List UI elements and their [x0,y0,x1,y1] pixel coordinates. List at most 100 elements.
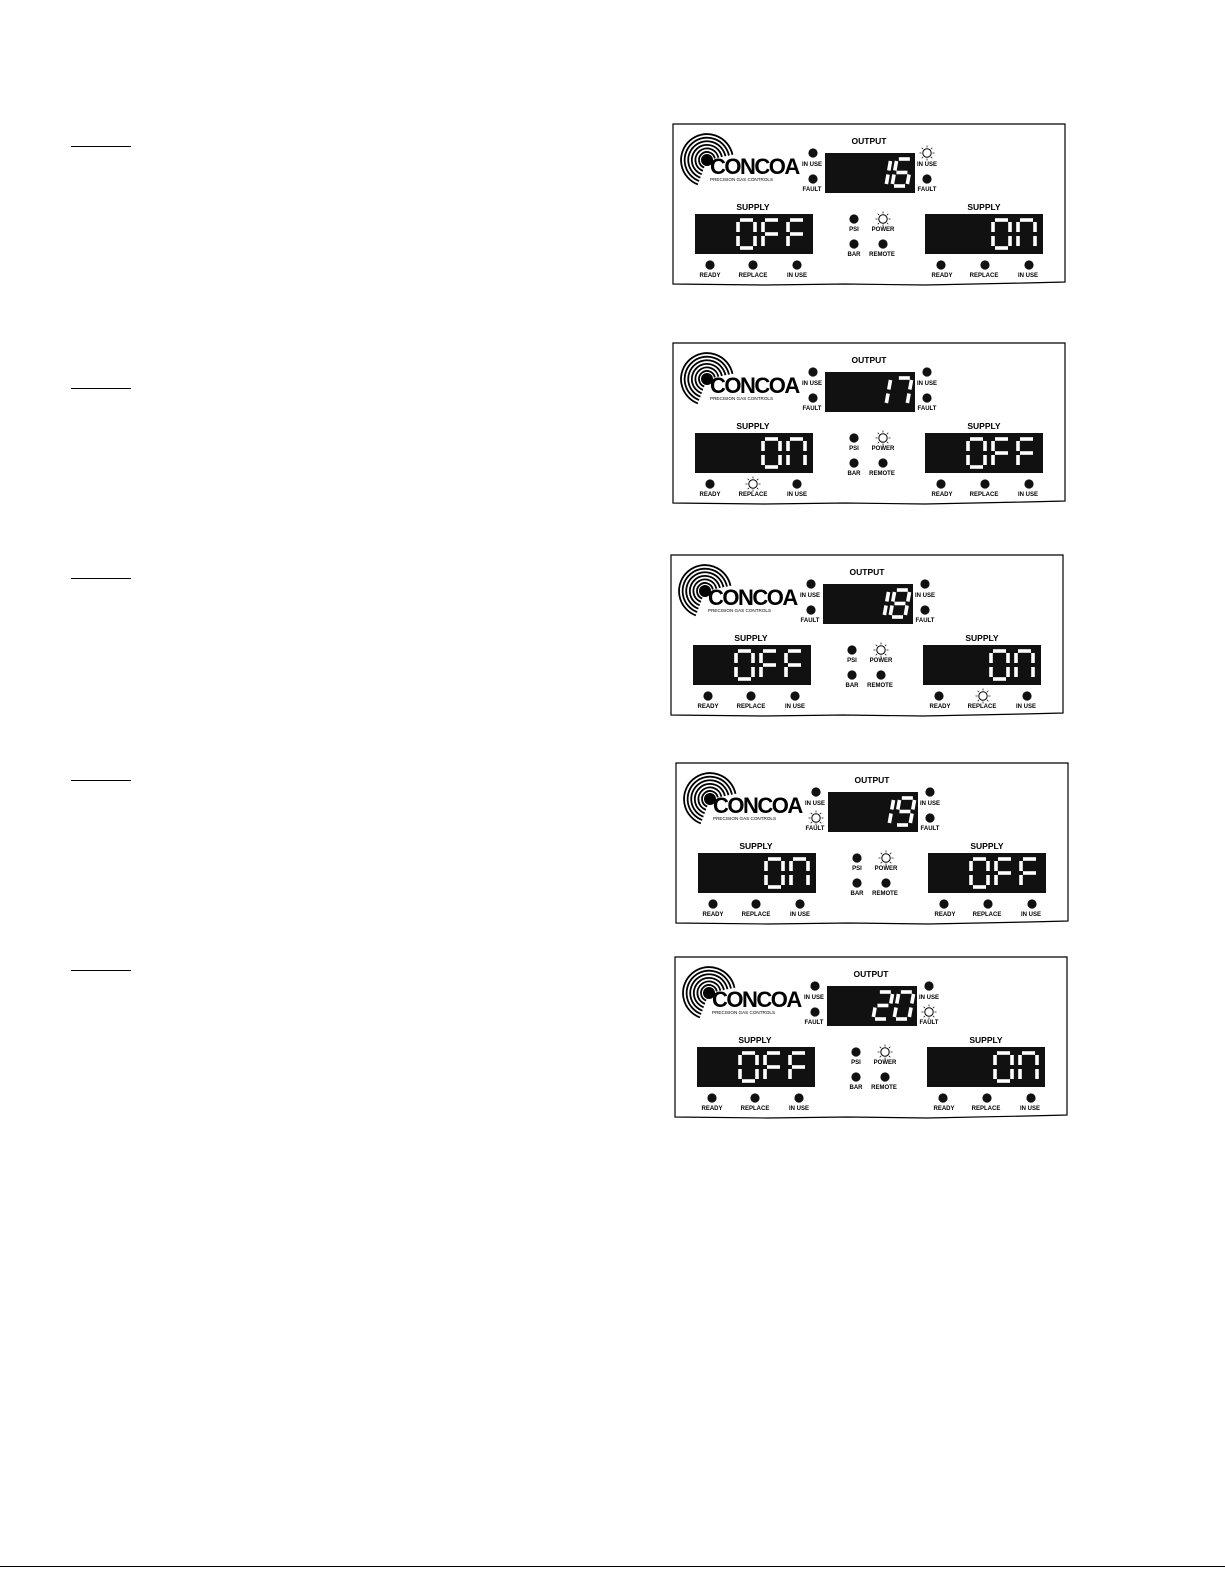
remote-label: REMOTE [869,471,895,477]
output-value [884,157,911,188]
output-right-fault-label: FAULT [920,1020,939,1026]
remote-label: REMOTE [869,252,895,258]
psi-label: PSI [849,446,859,452]
left-replace-led [750,1093,760,1103]
left-replace-label: REPLACE [739,273,768,279]
output-value [884,376,914,404]
brand-tagline: PRECISION GAS CONTROLS [710,177,773,182]
psi-led [849,214,859,224]
right-replace-label: REPLACE [970,492,999,498]
output-display [828,792,918,832]
psi-label: PSI [852,866,862,872]
output-left-inuse-led [811,787,821,797]
left-supply-label: SUPPLY [736,421,770,431]
output-display [827,986,917,1026]
right-supply-value [989,649,1035,681]
brand-name: CONCOA [712,987,802,1012]
remote-label: REMOTE [872,891,898,897]
left-inuse-led [790,691,800,701]
output-right-inuse-led [919,145,935,161]
step-marker-1 [71,146,131,147]
left-supply-display [695,214,813,254]
left-replace-label: REPLACE [741,1106,770,1112]
output-label: OUTPUT [852,136,888,146]
output-right-inuse-label: IN USE [915,593,935,599]
left-replace-led [746,691,756,701]
remote-led [876,670,886,680]
left-supply-value [738,1051,805,1083]
output-label: OUTPUT [854,969,890,979]
right-supply-label: SUPPLY [969,1035,1003,1045]
bar-led [852,878,862,888]
output-right-inuse-led [920,579,930,589]
brand-name: CONCOA [710,373,800,398]
left-inuse-led [792,260,802,270]
right-supply-display [923,645,1041,685]
output-left-fault-led [806,605,816,615]
output-right-fault-led [922,393,932,403]
right-ready-label: READY [929,704,950,710]
output-left-inuse-label: IN USE [804,995,824,1001]
right-ready-label: READY [933,1106,954,1112]
right-replace-led [975,688,991,704]
left-ready-led [708,899,718,909]
left-ready-label: READY [699,492,720,498]
right-supply-value [969,857,1036,889]
right-replace-label: REPLACE [972,1106,1001,1112]
right-inuse-label: IN USE [1020,1106,1040,1112]
left-inuse-led [792,479,802,489]
remote-led [878,239,888,249]
right-supply-label: SUPPLY [967,421,1001,431]
output-right-fault-label: FAULT [918,187,937,193]
right-inuse-led [1022,691,1032,701]
power-led [873,642,889,658]
left-supply-label: SUPPLY [739,841,773,851]
output-right-fault-led [920,605,930,615]
psi-led [852,853,862,863]
left-inuse-label: IN USE [785,704,805,710]
remote-label: REMOTE [871,1085,897,1091]
output-right-inuse-led [924,981,934,991]
left-replace-label: REPLACE [737,704,766,710]
output-right-inuse-led [922,367,932,377]
left-ready-label: READY [702,912,723,918]
left-supply-value [736,218,803,250]
output-left-inuse-led [810,981,820,991]
remote-label: REMOTE [867,683,893,689]
left-ready-label: READY [697,704,718,710]
left-inuse-label: IN USE [787,492,807,498]
left-supply-label: SUPPLY [738,1035,772,1045]
bar-label: BAR [846,683,860,689]
right-supply-label: SUPPLY [967,202,1001,212]
output-right-fault-label: FAULT [916,618,935,624]
power-label: POWER [872,446,895,452]
left-supply-label: SUPPLY [736,202,770,212]
output-label: OUTPUT [850,567,886,577]
right-ready-led [936,479,946,489]
left-supply-value [761,437,807,469]
left-ready-led [703,691,713,701]
output-left-inuse-led [808,367,818,377]
right-replace-label: REPLACE [968,704,997,710]
right-replace-led [982,1093,992,1103]
brand-tagline: PRECISION GAS CONTROLS [713,816,776,821]
output-left-inuse-led [808,148,818,158]
left-replace-label: REPLACE [739,492,768,498]
output-left-fault-label: FAULT [805,1020,824,1026]
right-supply-value [993,1051,1039,1083]
bar-label: BAR [848,252,862,258]
power-label: POWER [870,658,893,664]
output-display [825,372,915,412]
step-marker-2 [71,388,131,389]
right-inuse-label: IN USE [1016,704,1036,710]
left-supply-value [764,857,810,889]
power-label: POWER [872,227,895,233]
bar-label: BAR [851,891,865,897]
left-ready-led [705,479,715,489]
left-replace-led [745,476,761,492]
right-replace-led [980,479,990,489]
